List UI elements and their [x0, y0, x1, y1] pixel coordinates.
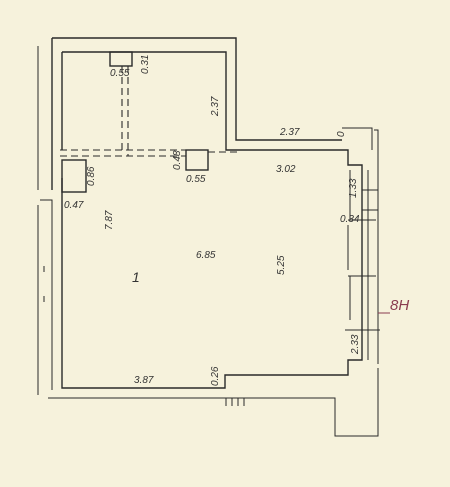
dim-step: 0.26 — [210, 366, 221, 386]
walls — [37, 37, 379, 437]
dim-col-w: 0.55 — [186, 174, 206, 185]
dim-lines — [345, 189, 390, 331]
column-center — [185, 149, 209, 171]
apartment-marker: 8Н — [390, 297, 409, 314]
column-left — [61, 159, 87, 193]
dim-niche-w: 0.55 — [110, 68, 130, 79]
dim-bottom-w: 3.87 — [134, 375, 154, 386]
dim-room-w: 6.85 — [196, 250, 216, 261]
dim-win-b: 0.34 — [340, 214, 360, 225]
dim-left-col-d: 0.86 — [86, 166, 97, 186]
dim-left-col-w: 0.47 — [64, 200, 84, 211]
dim-niche-d: 0.31 — [140, 55, 151, 74]
dim-win-a: 1.33 — [348, 178, 359, 198]
dim-zero-mark: 0 — [336, 131, 347, 137]
dim-room-h: 7.87 — [104, 210, 115, 230]
dim-col-d: 0.48 — [172, 150, 183, 170]
dim-top-right: 2.37 — [279, 127, 300, 138]
room-number: 1 — [132, 269, 140, 285]
dimension-labels: 0.55 0.31 2.37 2.37 0 0.55 0.48 3.02 0.8… — [64, 55, 361, 386]
dim-room-d: 5.25 — [276, 255, 287, 275]
dim-upper-h: 2.37 — [210, 96, 221, 117]
dim-win-c: 2.33 — [350, 334, 361, 355]
dim-right-top: 3.02 — [276, 164, 296, 175]
niche-top — [109, 51, 133, 67]
dashed-partitions — [60, 66, 240, 157]
